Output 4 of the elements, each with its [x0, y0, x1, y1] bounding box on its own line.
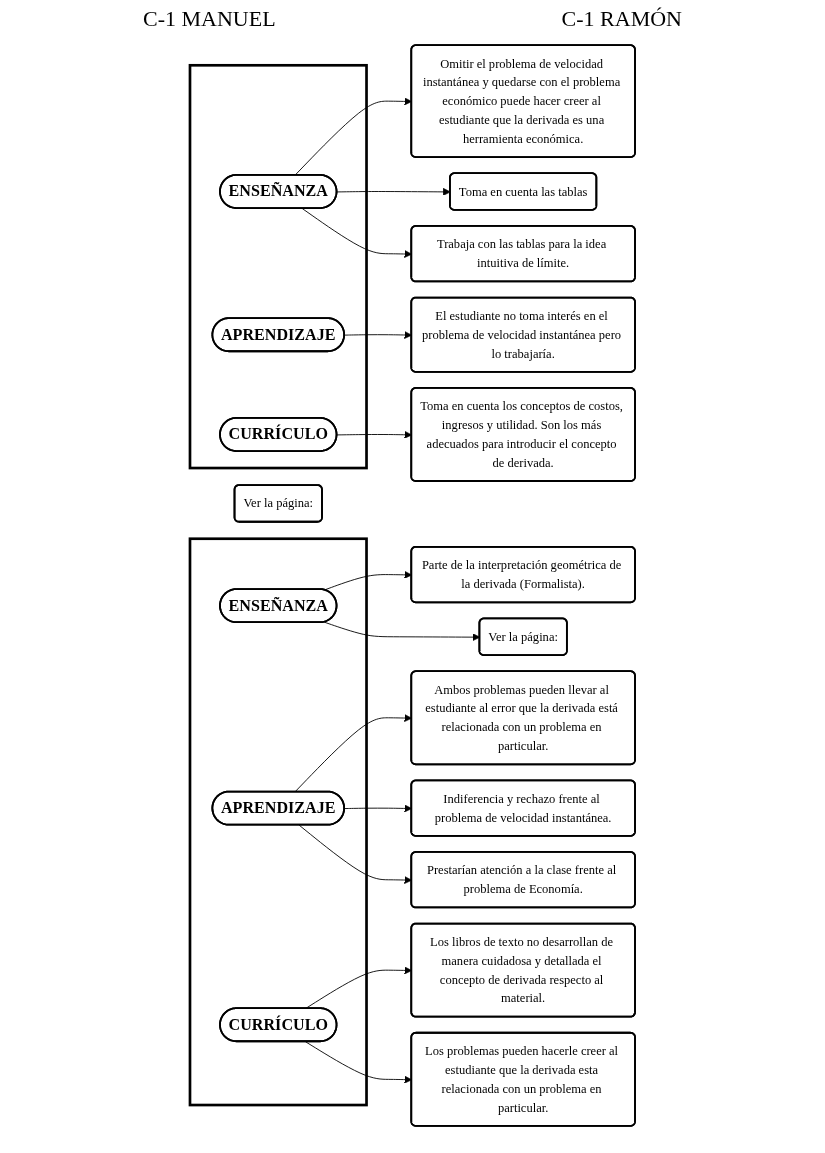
panel-title: C-1 MANUEL	[143, 6, 276, 32]
cluster	[188, 63, 368, 470]
cluster	[188, 537, 368, 1107]
panel-title: C-1 RAMÓN	[561, 6, 682, 32]
